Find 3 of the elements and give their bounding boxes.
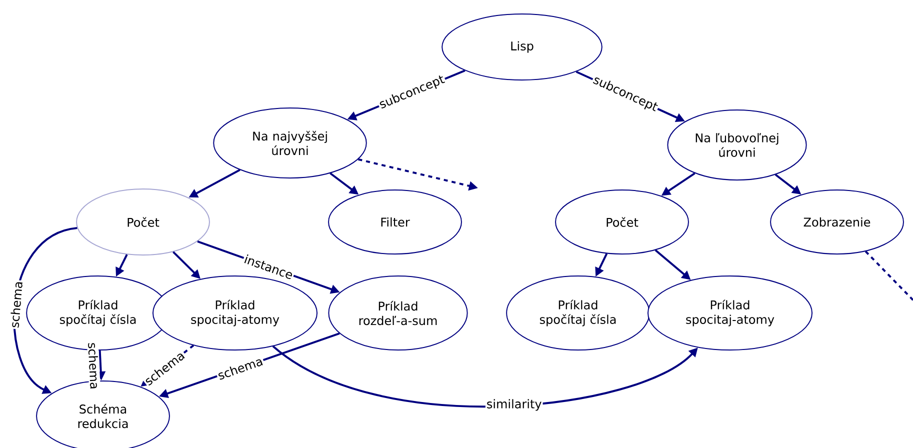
edge-label: schema (86, 341, 101, 391)
edge-label: schema (8, 280, 24, 330)
edge-label: similarity (485, 398, 543, 412)
